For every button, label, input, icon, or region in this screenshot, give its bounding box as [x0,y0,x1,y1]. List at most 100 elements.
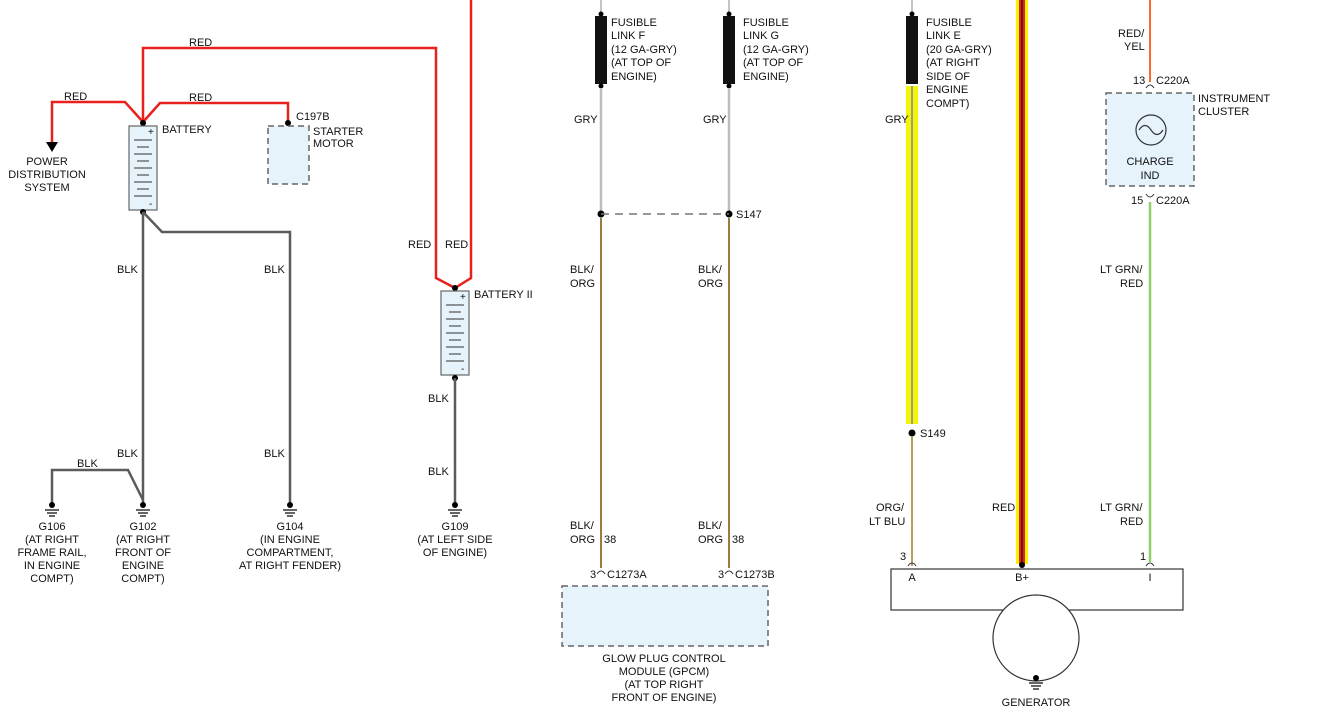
label-fuse-e-3: (20 GA-GRY) [926,44,992,56]
svg-text:-: - [149,199,152,210]
label-g102-1: G102 [130,521,157,533]
label-cluster-1: INSTRUMENT [1198,93,1270,105]
blk-wire-g106 [50,468,145,505]
fusible-link-g [723,16,735,84]
label-g104-4: AT RIGHT FENDER) [239,560,341,572]
label-c1273b: C1273B [735,569,775,581]
label-charge-1: CHARGE [1126,156,1173,168]
blk-wire-g104 [142,211,292,505]
label-pds-3: SYSTEM [24,182,69,194]
label-starter-2: MOTOR [313,138,354,150]
label-g109-3: OF ENGINE) [423,547,487,559]
label-g104-1: G104 [277,521,304,533]
fuse-f-bottom-dot [598,83,604,89]
label-pds-2: DISTRIBUTION [8,169,86,181]
label-generator: GENERATOR [1002,697,1071,709]
label-g106-5: COMPT) [30,573,73,585]
label-term-b: B+ [1015,572,1029,584]
label-g104-3: COMPARTMENT, [247,547,334,559]
fusible-link-e [906,16,918,84]
ground-g102-icon [136,502,150,517]
label-starter-1: STARTER [313,126,363,138]
label-pin38-a: 38 [604,534,616,546]
label-red-gen: RED [992,502,1015,514]
label-blk-g: BLK [428,466,449,478]
ground-g104-icon [283,502,297,517]
instrument-cluster-box [1105,92,1195,187]
label-orgblu-1: ORG/ [876,502,905,514]
label-g106-1: G106 [39,521,66,533]
label-fuse-g-1: FUSIBLE [743,17,789,29]
label-battery2: BATTERY II [474,289,533,301]
splice-s149-dot [908,429,916,437]
label-blkorg-4a: BLK/ [698,520,723,532]
label-blkorg-1a: BLK/ [570,264,595,276]
label-gry-e: GRY [885,114,909,126]
label-blk-c: BLK [117,448,138,460]
label-battery: BATTERY [162,124,212,136]
label-charge-2: IND [1141,170,1160,182]
label-pin3-b: 3 [718,569,724,581]
label-fuse-e-4: (AT RIGHT [926,57,980,69]
starter-terminal [285,120,291,126]
arrow-down-icon [46,142,58,152]
label-c220a-top: C220A [1156,75,1190,87]
label-c1273a: C1273A [607,569,647,581]
label-c197b: C197B [296,111,330,123]
label-pin15: 15 [1131,195,1143,207]
fuse-g-top-dot [726,11,732,17]
starter-motor-box [267,125,310,185]
label-pin38-b: 38 [732,534,744,546]
battery2-symbol: + - [440,290,470,376]
label-fuse-e-2: LINK E [926,30,961,42]
label-red-mid: RED [189,92,212,104]
label-ltgrnred-1a: LT GRN/ [1100,264,1143,276]
label-blkorg-2a: BLK/ [698,264,723,276]
battery-pos-terminal [140,120,146,126]
connector-gen-i-icon [1145,562,1155,567]
label-g106-4: IN ENGINE [24,560,80,572]
label-fuse-e-1: FUSIBLE [926,17,972,29]
label-gry-g: GRY [703,114,727,126]
label-ltgrnred-1b: RED [1120,278,1143,290]
label-gpcm-4: FRONT OF ENGINE) [612,692,717,704]
label-blkorg-2b: ORG [698,278,723,290]
ground-g109-icon [448,502,462,517]
label-fuse-f-3: (12 GA-GRY) [611,44,677,56]
svg-text:-: - [461,364,464,375]
label-g102-5: COMPT) [121,573,164,585]
label-blk-d: BLK [264,448,285,460]
generator-circle [992,594,1080,682]
label-pin3-gen: 3 [900,551,906,563]
label-fuse-f-2: LINK F [611,30,646,42]
label-fuse-g-3: (12 GA-GRY) [743,44,809,56]
battery2-pos-terminal [452,285,458,291]
label-g109-1: G109 [442,521,469,533]
label-term-i: I [1148,572,1151,584]
red-wire-to-pds [50,100,144,144]
label-blk-e: BLK [77,458,98,470]
red-wire-to-starter [142,101,290,123]
label-blk-f: BLK [428,393,449,405]
label-g106-2: (AT RIGHT [25,534,79,546]
label-term-a: A [908,572,916,584]
label-gpcm-1: GLOW PLUG CONTROL [602,653,725,665]
label-gry-f: GRY [574,114,598,126]
label-red-b2-right: RED [445,239,468,251]
label-fuse-f-5: ENGINE) [611,71,657,83]
label-g104-2: (IN ENGINE [260,534,320,546]
label-pds-1: POWER [26,156,68,168]
red-wire-to-battery2 [141,46,456,290]
label-fuse-g-5: ENGINE) [743,71,789,83]
connector-c220a-bot-icon [1145,193,1155,198]
label-cluster-2: CLUSTER [1198,106,1249,118]
label-blk-a: BLK [117,264,138,276]
label-g102-2: (AT RIGHT [116,534,170,546]
label-s147: S147 [736,209,762,221]
fuse-e-top-dot [909,11,915,17]
fuse-g-bottom-dot [726,83,732,89]
label-orgblu-2: LT BLU [869,516,905,528]
label-g102-3: FRONT OF [115,547,171,559]
label-fuse-f-1: FUSIBLE [611,17,657,29]
generator-ground-icon [1029,675,1043,690]
